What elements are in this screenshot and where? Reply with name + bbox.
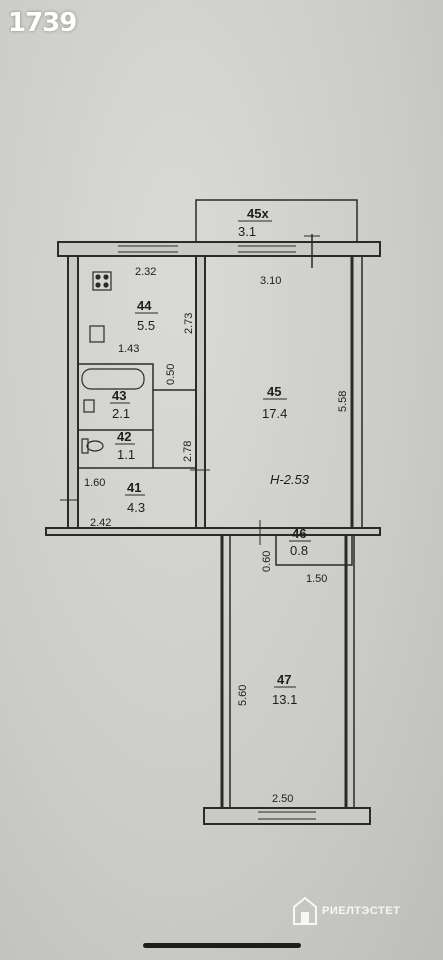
partition-wall <box>195 255 206 529</box>
bottom-wall <box>203 807 371 825</box>
dim-2-73: 2.73 <box>183 313 195 334</box>
room-45-number: 45 <box>267 384 281 399</box>
left-wall <box>67 255 79 529</box>
room-47-area: 13.1 <box>272 692 297 707</box>
sink-43 <box>83 399 95 413</box>
house-logo-icon <box>293 896 317 925</box>
room-41-area: 4.3 <box>127 500 145 515</box>
dim-0-50: 0.50 <box>165 364 177 385</box>
room-45x-number: 45х <box>247 206 269 221</box>
toilet <box>86 440 104 452</box>
room-43-area: 2.1 <box>112 406 130 421</box>
room-45-area: 17.4 <box>262 406 287 421</box>
dim-2-32: 2.32 <box>135 266 156 278</box>
watermark: РИЕЛТЭСТЕТ <box>292 896 400 926</box>
room-43-number: 43 <box>112 388 126 403</box>
balcony-outline <box>195 199 358 243</box>
room-45x-area: 3.1 <box>238 224 256 239</box>
room-46-area: 0.8 <box>290 543 308 558</box>
dim-5-60: 5.60 <box>237 685 249 706</box>
home-indicator[interactable] <box>143 943 301 948</box>
dim-0-60: 0.60 <box>261 551 273 572</box>
dim-5-58: 5.58 <box>337 391 349 412</box>
room-42-area: 1.1 <box>117 447 135 462</box>
closet-46 <box>275 534 353 566</box>
kitchen-sink <box>89 325 105 343</box>
top-wall <box>57 241 381 257</box>
middle-wall <box>45 527 381 536</box>
room-42-number: 42 <box>117 429 131 444</box>
dim-1-43: 1.43 <box>118 343 139 355</box>
bathroom-block <box>77 363 154 469</box>
ceiling-height-label: H-2.53 <box>270 472 310 487</box>
dim-2-50: 2.50 <box>272 793 293 805</box>
room-44-area: 5.5 <box>137 318 155 333</box>
room-41-number: 41 <box>127 480 141 495</box>
dim-2-42: 2.42 <box>90 517 111 529</box>
listing-number-badge: 1739 <box>8 8 77 38</box>
room-47-number: 47 <box>277 672 291 687</box>
room-46-number: 46 <box>292 526 306 541</box>
watermark-text: РИЕЛТЭСТЕТ <box>322 905 401 917</box>
dim-1-50: 1.50 <box>306 573 327 585</box>
dim-2-78: 2.78 <box>182 441 194 462</box>
room-44-number: 44 <box>137 298 152 313</box>
dim-3-10: 3.10 <box>260 275 281 287</box>
dim-1-60: 1.60 <box>84 477 105 489</box>
stove <box>92 271 112 291</box>
bathtub <box>81 368 145 390</box>
